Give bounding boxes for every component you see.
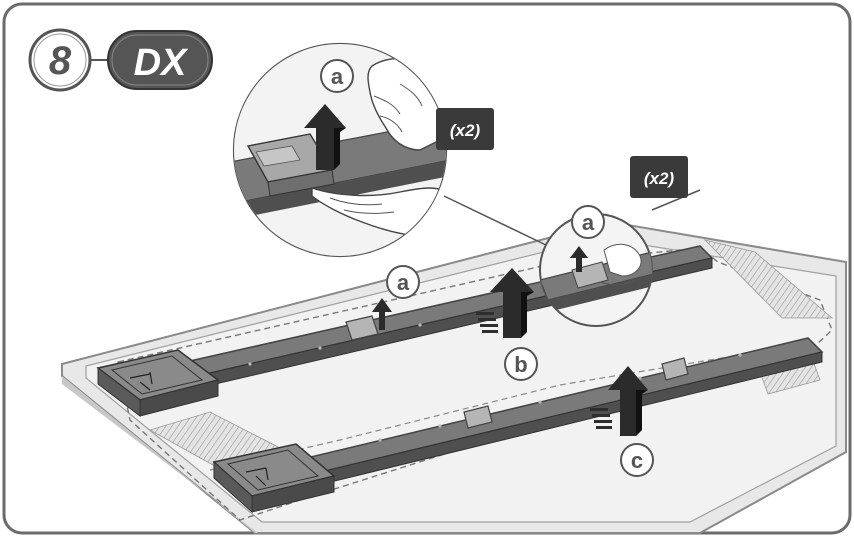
arrow-lift-c bbox=[608, 366, 648, 436]
qty-label-zoom-text: (x2) bbox=[450, 121, 481, 140]
outline-dashed bbox=[117, 247, 833, 521]
step-header: 8 DX bbox=[28, 28, 213, 92]
callout-a-detail: a bbox=[571, 205, 605, 239]
detail-circle-small bbox=[539, 213, 653, 327]
callout-a-zoom: a bbox=[320, 59, 354, 93]
slot-marks bbox=[476, 312, 612, 429]
step-number: 8 bbox=[49, 39, 72, 83]
callout-c: c bbox=[620, 443, 654, 477]
callout-b-label: b bbox=[514, 352, 527, 377]
callout-b: b bbox=[504, 347, 538, 381]
zoom-leader bbox=[443, 195, 549, 247]
step-number-badge bbox=[28, 28, 92, 92]
callout-a-detail-label: a bbox=[582, 210, 595, 235]
qty-label-detail: (x2) bbox=[630, 156, 688, 198]
vent-right bbox=[703, 239, 834, 319]
callout-a-bar-label: a bbox=[397, 270, 410, 295]
callout-c-label: c bbox=[631, 448, 643, 473]
arrow-lift-a bbox=[372, 298, 392, 330]
callout-a-bar: a bbox=[386, 265, 420, 299]
arrow-lift-b bbox=[490, 268, 534, 338]
qty-label-zoom: (x2) bbox=[436, 108, 494, 150]
model-code: DX bbox=[134, 42, 189, 84]
model-badge bbox=[107, 30, 213, 90]
callout-a-zoom-label: a bbox=[331, 64, 344, 89]
qty-label-detail-text: (x2) bbox=[644, 169, 675, 188]
stand-bar-lower bbox=[212, 337, 824, 514]
